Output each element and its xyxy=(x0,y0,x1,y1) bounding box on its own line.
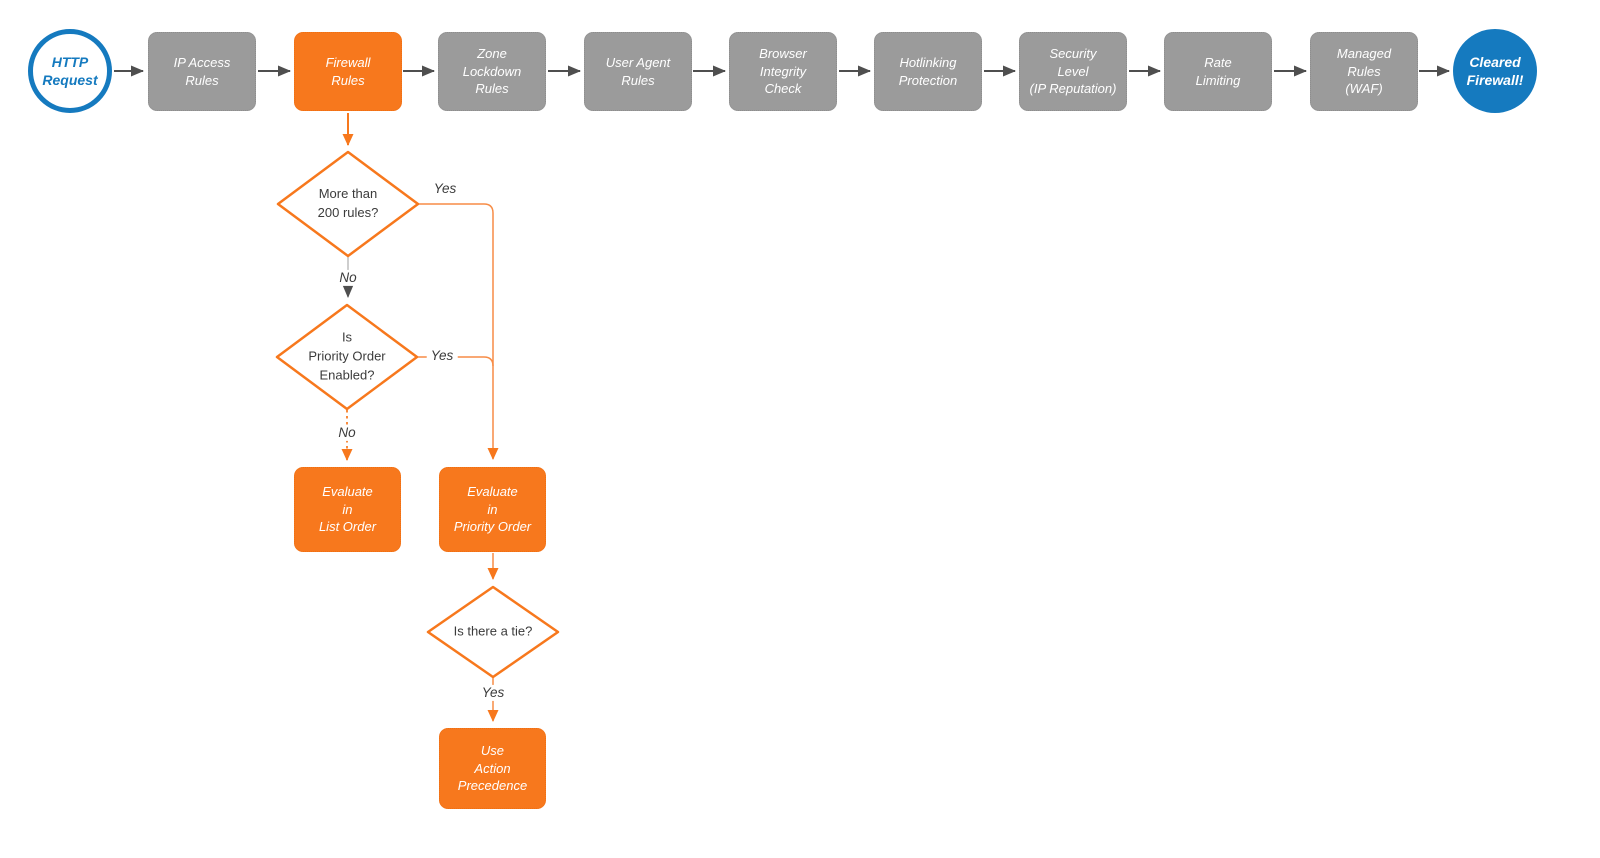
pipeline-node-managed-rules-waf: Managed Rules (WAF) xyxy=(1310,32,1418,111)
edge-label-decision2-yes: Yes xyxy=(426,347,458,365)
pipeline-node-label: Hotlinking Protection xyxy=(898,54,958,88)
start-node-http-request: HTTP Request xyxy=(28,29,112,113)
pipeline-node-security-level: Security Level (IP Reputation) xyxy=(1019,32,1127,111)
pipeline-node-label: Browser Integrity Check xyxy=(759,46,807,97)
action-node-use-action-precedence: Use Action Precedence xyxy=(439,728,546,809)
pipeline-node-firewall-rules: Firewall Rules xyxy=(294,32,402,111)
pipeline-node-label: Security Level (IP Reputation) xyxy=(1029,46,1117,97)
edge-label-decision2-no: No xyxy=(334,424,360,442)
action-node-label: Use Action Precedence xyxy=(457,743,528,794)
edge-label-tie-yes: Yes xyxy=(477,684,509,702)
decision1-diamond xyxy=(276,150,420,258)
decision2-label: Is Priority Order Enabled? xyxy=(308,329,386,383)
pipeline-node-browser-integrity-check: Browser Integrity Check xyxy=(729,32,837,111)
pipeline-node-label: Zone Lockdown Rules xyxy=(462,46,522,97)
action-node-evaluate-list-order: Evaluate in List Order xyxy=(294,467,401,552)
end-node-cleared-firewall: Cleared Firewall! xyxy=(1453,29,1537,113)
pipeline-node-user-agent-rules: User Agent Rules xyxy=(584,32,692,111)
pipeline-node-label: Firewall Rules xyxy=(325,54,371,88)
arrow-decision1-yes xyxy=(418,203,499,460)
decision2-diamond xyxy=(275,303,419,411)
decision3-diamond xyxy=(426,585,560,679)
edge-label-decision1-no: No xyxy=(335,269,361,287)
decision1-label: More than 200 rules? xyxy=(317,186,379,220)
pipeline-node-rate-limiting: Rate Limiting xyxy=(1164,32,1272,111)
arrow-decision2-yes xyxy=(417,356,494,367)
action-node-label: Evaluate in Priority Order xyxy=(453,484,532,535)
pipeline-node-label: User Agent Rules xyxy=(605,54,671,88)
action-node-evaluate-priority-order: Evaluate in Priority Order xyxy=(439,467,546,552)
start-node-label: HTTP Request xyxy=(42,53,98,88)
pipeline-node-label: Rate Limiting xyxy=(1195,54,1241,88)
action-node-label: Evaluate in List Order xyxy=(318,484,377,535)
pipeline-node-label: IP Access Rules xyxy=(173,54,231,88)
decision3-label: Is there a tie? xyxy=(453,623,533,639)
pipeline-node-hotlinking-protection: Hotlinking Protection xyxy=(874,32,982,111)
pipeline-node-ip-access-rules: IP Access Rules xyxy=(148,32,256,111)
pipeline-node-zone-lockdown-rules: Zone Lockdown Rules xyxy=(438,32,546,111)
pipeline-node-label: Managed Rules (WAF) xyxy=(1336,46,1392,97)
end-node-label: Cleared Firewall! xyxy=(1466,53,1524,88)
edge-label-decision1-yes: Yes xyxy=(429,180,461,198)
